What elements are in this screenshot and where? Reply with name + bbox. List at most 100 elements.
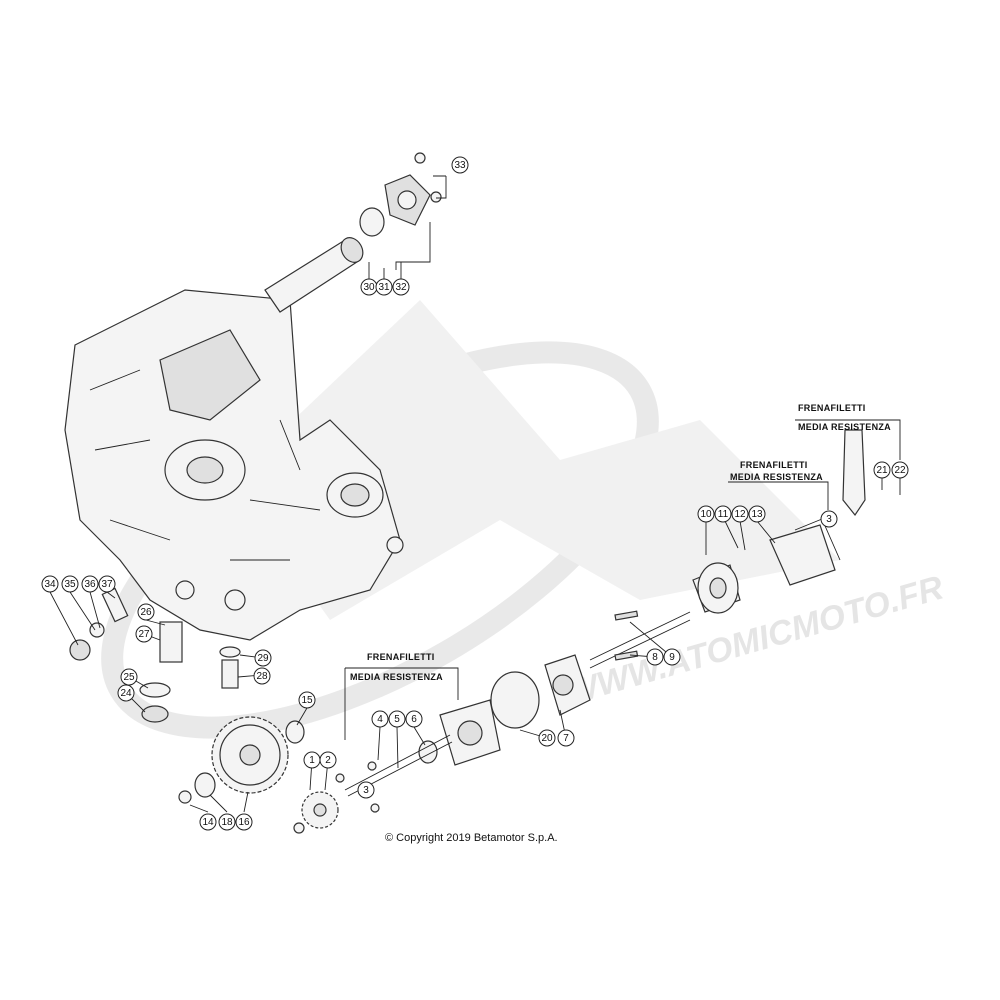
callout-circle <box>873 461 891 479</box>
callout-8: 8 <box>646 648 664 666</box>
callout-circle <box>538 729 556 747</box>
callout-number: 31 <box>378 282 390 293</box>
oil-pump-assembly <box>335 429 866 813</box>
callout-number: 26 <box>140 607 152 618</box>
callout-9: 9 <box>663 648 681 666</box>
callout-34: 34 <box>41 575 59 593</box>
callout-circle <box>891 461 909 479</box>
callout-circle <box>375 278 393 296</box>
callout-number: 12 <box>734 509 746 520</box>
callout-number: 7 <box>563 733 569 744</box>
note-line2: MEDIA RESISTENZA <box>350 672 443 682</box>
callout-31: 31 <box>375 278 393 296</box>
callout-circle <box>646 648 664 666</box>
note-line1: FRENAFILETTI <box>798 403 866 413</box>
callout-32: 32 <box>392 278 410 296</box>
callout-number: 35 <box>64 579 76 590</box>
callout-circle <box>137 603 155 621</box>
callout-13: 13 <box>748 505 766 523</box>
callout-circle <box>697 505 715 523</box>
callout-number: 1 <box>309 755 315 766</box>
callout-36: 36 <box>81 575 99 593</box>
callout-number: 13 <box>751 509 763 520</box>
callout-number: 3 <box>363 785 369 796</box>
callout-16: 16 <box>235 813 253 831</box>
callout-number: 18 <box>221 817 233 828</box>
callout-14: 14 <box>199 813 217 831</box>
callout-10: 10 <box>697 505 715 523</box>
callout-number: 4 <box>377 714 383 725</box>
callout-33: 33 <box>451 156 469 174</box>
callout-6: 6 <box>405 710 423 728</box>
callout-number: 20 <box>541 733 553 744</box>
callout-circle <box>731 505 749 523</box>
callout-number: 8 <box>652 652 658 663</box>
callout-26: 26 <box>137 603 155 621</box>
callout-circle <box>253 667 271 685</box>
callout-circle <box>298 691 316 709</box>
callout-2: 2 <box>319 751 337 769</box>
callout-12: 12 <box>731 505 749 523</box>
leader-lines <box>49 262 901 813</box>
callout-number: 2 <box>325 755 331 766</box>
callout-number: 16 <box>238 817 250 828</box>
callout-22: 22 <box>891 461 909 479</box>
gears <box>178 716 339 834</box>
callout-4: 4 <box>371 710 389 728</box>
note-frenafiletti-3: FRENAFILETTI MEDIA RESISTENZA <box>350 652 443 682</box>
callout-circle <box>392 278 410 296</box>
callout-circle <box>254 649 272 667</box>
callout-number: 5 <box>394 714 400 725</box>
callout-15: 15 <box>298 691 316 709</box>
callout-circle <box>357 781 375 799</box>
callout-circle <box>235 813 253 831</box>
left-small-parts <box>69 587 241 723</box>
top-assembly <box>264 152 447 313</box>
callout-circle <box>98 575 116 593</box>
callout-11: 11 <box>714 505 732 523</box>
note-frenafiletti-1: FRENAFILETTI MEDIA RESISTENZA <box>798 403 891 432</box>
callout-7: 7 <box>557 729 575 747</box>
callout-25: 25 <box>120 668 138 686</box>
callout-number: 28 <box>256 671 268 682</box>
callout-1: 1 <box>303 751 321 769</box>
callout-circle <box>319 751 337 769</box>
callout-28: 28 <box>253 667 271 685</box>
callout-number: 6 <box>411 714 417 725</box>
callout-number: 14 <box>202 817 214 828</box>
callout-circle <box>81 575 99 593</box>
callout-37: 37 <box>98 575 116 593</box>
callout-number: 24 <box>120 688 132 699</box>
callout-number: 9 <box>669 652 675 663</box>
callout-number: 21 <box>876 465 888 476</box>
callout-3: 3 <box>820 510 838 528</box>
callout-circle <box>405 710 423 728</box>
callout-circle <box>41 575 59 593</box>
callout-number: 15 <box>301 695 313 706</box>
note-line1: FRENAFILETTI <box>367 652 435 662</box>
callout-circle <box>748 505 766 523</box>
callout-circle <box>61 575 79 593</box>
callout-35: 35 <box>61 575 79 593</box>
callout-29: 29 <box>254 649 272 667</box>
callout-number: 10 <box>700 509 712 520</box>
callout-circle <box>388 710 406 728</box>
callout-circle <box>451 156 469 174</box>
callout-circle <box>218 813 236 831</box>
callout-number: 29 <box>257 653 269 664</box>
callout-circle <box>663 648 681 666</box>
callout-5: 5 <box>388 710 406 728</box>
callout-circle <box>120 668 138 686</box>
callout-number: 22 <box>894 465 906 476</box>
note-line1: FRENAFILETTI <box>740 460 808 470</box>
callout-number: 33 <box>454 160 466 171</box>
callout-18: 18 <box>218 813 236 831</box>
note-frenafiletti-2: FRENAFILETTI MEDIA RESISTENZA <box>730 460 823 482</box>
callout-circle <box>557 729 575 747</box>
callout-30: 30 <box>360 278 378 296</box>
callout-3: 3 <box>357 781 375 799</box>
note-brackets <box>344 419 901 740</box>
callout-number: 27 <box>138 629 150 640</box>
